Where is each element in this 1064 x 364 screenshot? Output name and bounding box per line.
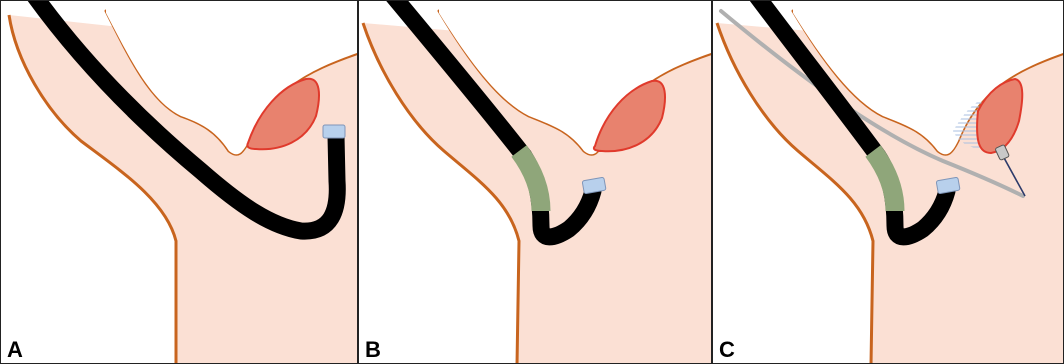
endoscope-tip-a	[323, 125, 345, 138]
panel-b: B	[358, 0, 712, 364]
panel-label-b: B	[365, 339, 381, 361]
diagram-a	[1, 1, 358, 364]
panel-label-a: A	[7, 339, 23, 361]
diagram-b	[359, 1, 712, 364]
panel-c: C	[712, 0, 1064, 364]
diagram-c	[713, 1, 1064, 364]
panel-a: A	[0, 0, 358, 364]
panel-label-c: C	[719, 339, 735, 361]
